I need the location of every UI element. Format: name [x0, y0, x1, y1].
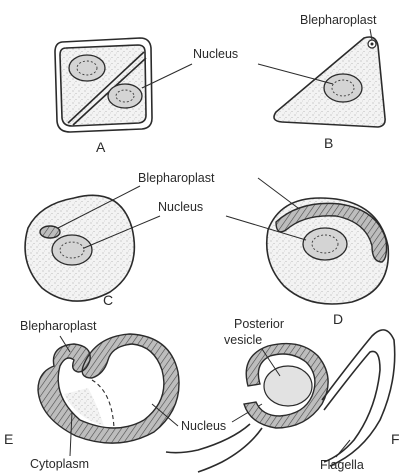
label-nucleus-mid: Nucleus: [158, 200, 203, 214]
panel-e-letter: E: [4, 431, 13, 447]
panel-a-lower-nucleus: [108, 84, 142, 108]
panel-d-nucleus: [303, 228, 347, 260]
panel-e: E: [4, 334, 179, 447]
panel-d: D: [267, 198, 389, 327]
panel-f-posterior-vesicle: [264, 366, 312, 406]
panel-f-flagellum-tail-2: [198, 428, 262, 472]
panel-a-upper-nucleus: [69, 55, 105, 81]
panel-c-letter: C: [103, 292, 113, 308]
panel-a: A: [55, 38, 152, 155]
panel-f-flagellum-inner: [324, 351, 380, 462]
leader-blepharoplast-d: [258, 178, 298, 208]
leader-nucleus-a: [142, 64, 192, 88]
panel-d-letter: D: [333, 311, 343, 327]
label-blepharoplast-mid: Blepharoplast: [138, 171, 215, 185]
panel-f-letter: F: [391, 431, 400, 447]
panel-c: C: [25, 195, 134, 308]
leader-flagella: [336, 440, 350, 457]
panel-b: B: [274, 37, 385, 151]
panel-e-spiral-body: [38, 334, 179, 443]
label-blepharoplast-top: Blepharoplast: [300, 13, 377, 27]
panel-b-letter: B: [324, 135, 333, 151]
label-nucleus-top: Nucleus: [193, 47, 238, 61]
panel-c-nucleus: [52, 235, 92, 265]
label-posterior-line1: Posterior: [234, 317, 284, 331]
label-blepharoplast-e: Blepharoplast: [20, 319, 97, 333]
label-nucleus-bottom: Nucleus: [181, 419, 226, 433]
panel-f: F: [166, 330, 400, 472]
panel-c-blepharoplast: [40, 226, 60, 238]
panel-a-letter: A: [96, 139, 106, 155]
label-posterior-line2: vesicle: [224, 333, 262, 347]
label-cytoplasm: Cytoplasm: [30, 457, 89, 471]
panel-b-nucleus: [324, 74, 362, 102]
label-flagella: Flagella: [320, 458, 364, 472]
